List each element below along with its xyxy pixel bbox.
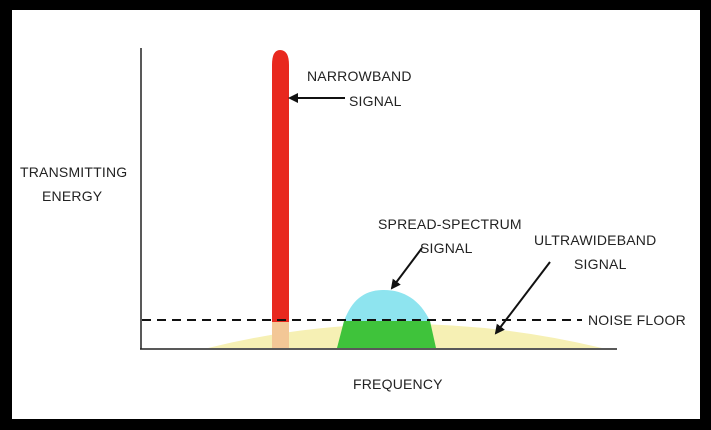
ultrawideband-arrow	[494, 261, 551, 335]
narrowband-signal-below-floor	[272, 322, 289, 348]
narrowband-label-line-2: SIGNAL	[349, 93, 402, 109]
ultrawideband-label-line-2: SIGNAL	[574, 256, 627, 272]
spread-spectrum-signal-above-floor	[344, 290, 430, 321]
x-axis-label: FREQUENCY	[353, 376, 443, 392]
y-axis-label-line-2: ENERGY	[42, 188, 103, 204]
spectrum-diagram: TRANSMITTING ENERGY NARROWBAND SIGNAL SP…	[20, 48, 686, 392]
diagram-panel: TRANSMITTING ENERGY NARROWBAND SIGNAL SP…	[12, 10, 700, 419]
spread-spectrum-label-line-2: SIGNAL	[420, 240, 473, 256]
ultrawideband-label-line-1: ULTRAWIDEBAND	[534, 232, 656, 248]
narrowband-signal	[272, 50, 289, 348]
noise-floor-label: NOISE FLOOR	[588, 312, 686, 328]
narrowband-label-line-1: NARROWBAND	[307, 68, 412, 84]
spread-spectrum-signal-below-floor	[337, 321, 436, 348]
y-axis-label-line-1: TRANSMITTING	[20, 164, 127, 180]
spread-spectrum-label-line-1: SPREAD-SPECTRUM	[378, 216, 522, 232]
spread-spectrum-arrow	[390, 247, 423, 290]
